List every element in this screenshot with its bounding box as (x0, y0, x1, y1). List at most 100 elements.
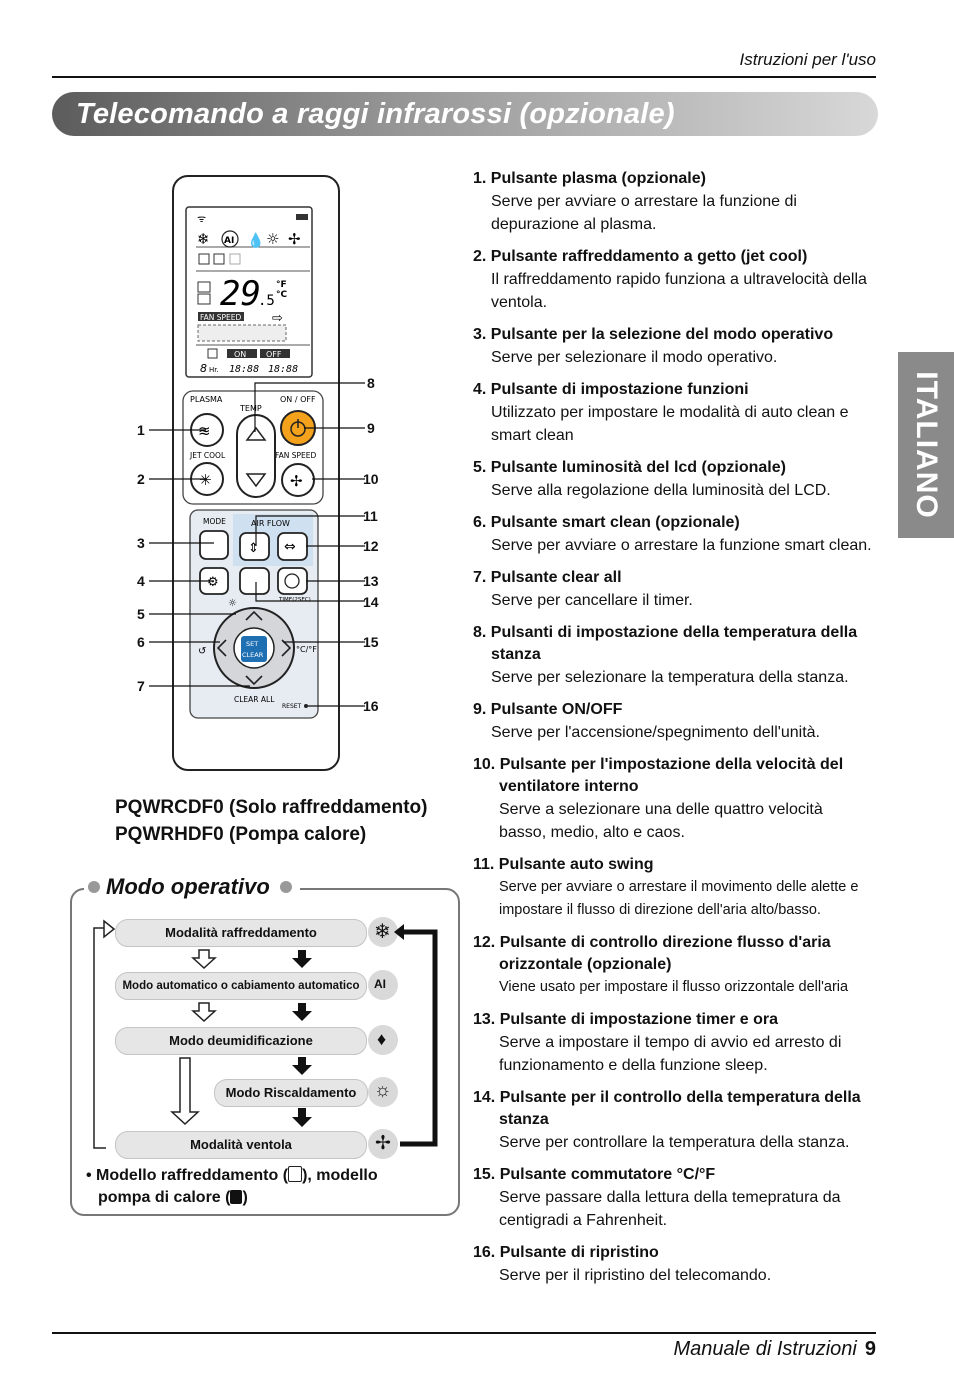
mode-dehumidify-pill: Modo deumidificazione (115, 1027, 367, 1055)
item-title: 6. Pulsante smart clean (opzionale) (473, 514, 740, 531)
item-desc: Serve per avviare o arrestare la funzion… (491, 537, 872, 554)
lcd-thermo-icon (197, 293, 211, 305)
item-desc: Serve alla regolazione della luminosità … (491, 482, 831, 499)
item-desc: Serve passare dalla lettura della temepr… (499, 1189, 841, 1229)
item-title: 5. Pulsante luminosità del lcd (opzional… (473, 459, 786, 476)
model-names: PQWRCDF0 (Solo raffreddamento) PQWRHDF0 … (115, 794, 427, 848)
language-tab-label: ITALIANO (910, 371, 943, 519)
item-title: 8. Pulsanti di impostazione della temper… (473, 624, 858, 663)
callout-9: 9 (367, 420, 375, 436)
clear-all-label: CLEAR ALL (234, 695, 275, 704)
item-title: 1. Pulsante plasma (opzionale) (473, 170, 706, 187)
item-desc: Il raffreddamento rapido funziona a ultr… (491, 271, 867, 311)
mode-heating-pill: Modo Riscaldamento (214, 1079, 368, 1107)
mode-button[interactable] (199, 530, 229, 560)
callout-12: 12 (363, 538, 379, 554)
lcd-timer-stop: 18:88 (268, 364, 298, 375)
model-name-cooling: PQWRCDF0 (Solo raffreddamento) (115, 797, 428, 818)
heatpump-return-line (400, 929, 438, 1147)
item-desc: Serve per selezionare il modo operativo. (491, 349, 778, 366)
fan-speed-button[interactable] (281, 463, 315, 497)
item-title: 16. Pulsante di ripristino (473, 1244, 659, 1261)
lcd-timer-hr: Hr. (209, 366, 219, 374)
list-item: 8. Pulsanti di impostazione della temper… (473, 622, 873, 689)
solid-arrow-icon (292, 950, 312, 968)
brightness-icon: ☼ (228, 598, 237, 609)
set-label: SET (246, 640, 258, 648)
pad-up-icon (245, 610, 263, 621)
outline-arrow-icon (288, 1166, 303, 1182)
item-title: 7. Pulsante clear all (473, 569, 622, 586)
lcd-unit-c: °C (276, 290, 288, 300)
battery-icon (296, 214, 308, 220)
plasma-label: PLASMA (190, 395, 223, 404)
signal-icon: ᯤ (197, 214, 206, 225)
lcd-fan-speed-label: FAN SPEED (200, 313, 242, 322)
solid-arrow-icon (292, 1108, 312, 1127)
lcd-fan-speed-bar (197, 324, 287, 342)
item-desc: Serve per l'accensione/spegnimento dell'… (491, 724, 820, 741)
lcd-temperature-decimal: .5 (258, 293, 275, 309)
lcd-sun-icon: ☼ (266, 230, 279, 248)
list-item: 13. Pulsante di impostazione timer e ora… (473, 1009, 873, 1077)
svg-text:⇔: ⇔ (284, 539, 296, 555)
item-desc: Serve per il ripristino del telecomando. (499, 1267, 772, 1284)
list-item: 15. Pulsante commutatore °C/°F Serve pass… (473, 1164, 873, 1232)
lcd-snowflake-icon: ❄ (197, 230, 210, 248)
mode-flow-arrows (93, 919, 438, 1149)
clock-icon (284, 573, 300, 589)
list-item: 12. Pulsante di controllo direzione flus… (473, 932, 873, 999)
lcd-unit-f: °F (276, 280, 287, 290)
lcd-swing-icon: ⇨ (272, 311, 283, 326)
list-item: 1. Pulsante plasma (opzionale)Serve per … (473, 168, 873, 236)
list-item: 10. Pulsante per l'impostazione della ve… (473, 754, 873, 844)
callout-1: 1 (137, 422, 145, 438)
item-title: 11. Pulsante auto swing (473, 856, 654, 873)
running-header: Istruzioni per l'uso (739, 50, 876, 69)
outline-arrow-icon (191, 1002, 217, 1023)
auto-swing-button[interactable] (239, 532, 270, 561)
item-title: 15. Pulsante commutatore °C/°F (473, 1166, 716, 1183)
temp-rocker[interactable] (236, 414, 276, 498)
lcd-fan-icon: ✢ (288, 230, 301, 248)
reset-button[interactable] (304, 704, 308, 708)
timer-button[interactable] (277, 567, 308, 595)
item-title: 13. Pulsante di impostazione timer e ora (473, 1011, 778, 1028)
lcd-timer-prefix: 8 (200, 362, 207, 375)
callout-11: 11 (363, 508, 378, 524)
temp-label: TEMP (239, 404, 262, 413)
sun-icon: ☼ (368, 1077, 398, 1107)
on-off-label: ON / OFF (280, 395, 316, 404)
svg-text:AI: AI (224, 236, 234, 246)
temp-up-icon (245, 426, 267, 441)
mode-cooling-pill: Modalità raffreddamento (115, 919, 367, 947)
legend-text: ), modello (302, 1167, 378, 1184)
item-desc: Serve per selezionare la temperatura del… (491, 669, 849, 686)
callout-2: 2 (137, 471, 145, 487)
item-title: 9. Pulsante ON/OFF (473, 701, 623, 718)
lcd-jet-icon (213, 253, 225, 265)
operating-mode-title: Modo operativo (106, 874, 270, 899)
svg-text:⚙: ⚙ (207, 575, 219, 590)
room-temp-button[interactable] (239, 567, 270, 595)
callout-6: 6 (137, 634, 145, 650)
temp-down-icon (245, 473, 267, 488)
lcd-fan-speed-badge (198, 312, 244, 321)
cf-label: °C/°F (296, 645, 317, 654)
fan-speed-label: FAN SPEED (275, 451, 317, 460)
item-desc: Serve per controllare la temperatura del… (499, 1134, 850, 1151)
lcd-temperature: 29 (220, 274, 261, 314)
legend-text: • Modello raffreddamento ( (86, 1167, 289, 1184)
solid-arrow-icon (230, 1190, 243, 1204)
set-clear-button[interactable] (241, 636, 267, 662)
pad-left-icon (216, 639, 227, 657)
operating-mode-heading: Modo operativo (84, 874, 300, 900)
item-desc: Serve a impostare il tempo di avvio ed a… (499, 1034, 842, 1074)
lcd-timer-start: 18:88 (229, 364, 259, 375)
lcd-timer-icon (207, 348, 218, 359)
time-sec-label: TIME(2SEC) (278, 597, 311, 603)
button-descriptions: 1. Pulsante plasma (opzionale) Serve per … (473, 168, 873, 1297)
air-flow-label: AIR FLOW (251, 519, 290, 528)
